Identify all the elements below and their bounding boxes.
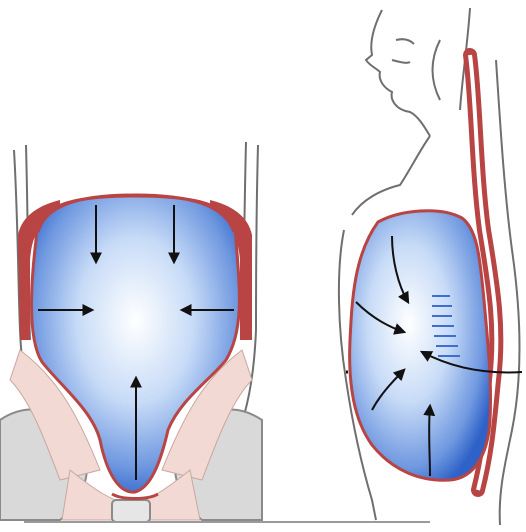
pelvic-floor-line — [112, 494, 158, 499]
abdominal-cavity-side — [350, 211, 491, 480]
side-view — [339, 8, 522, 525]
arrow-icon — [429, 406, 430, 476]
front-view — [0, 142, 262, 522]
bottom-border — [24, 521, 430, 529]
